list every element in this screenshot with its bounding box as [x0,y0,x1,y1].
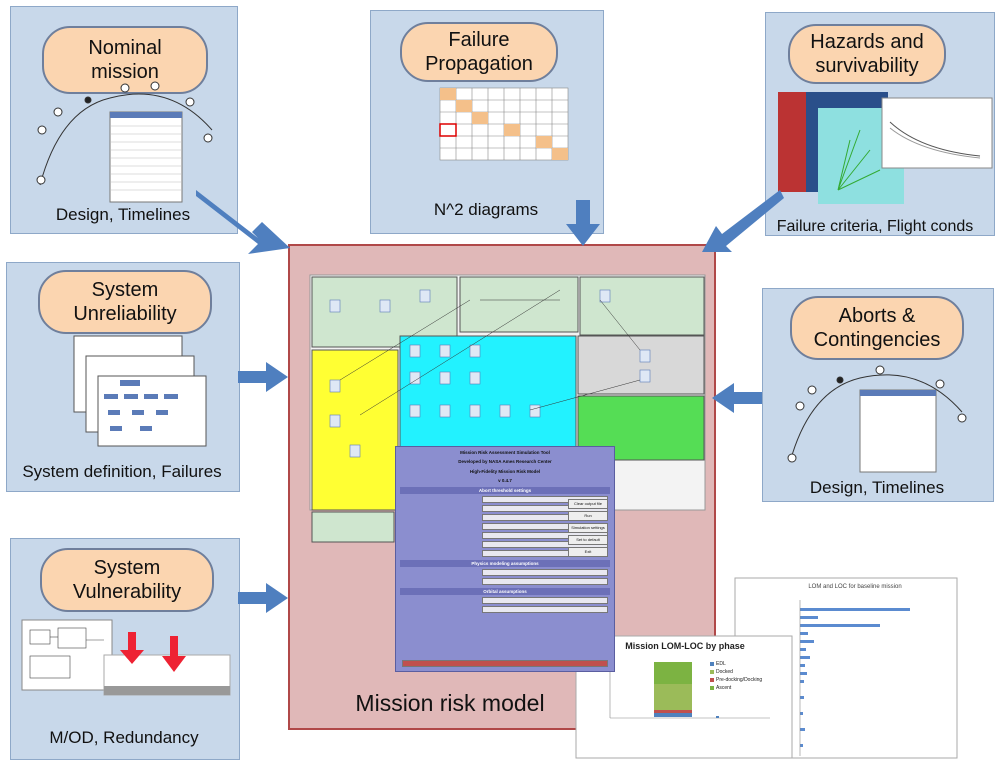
sim-tool-model: High-Fidelity Mission Risk Model [469,469,541,474]
sim-section-physics: Physics modeling assumptions [400,560,610,567]
phase-bar-ascent [654,713,692,717]
flow-arrows [196,190,784,613]
simulation-settings-button[interactable]: Simulation settings [568,523,608,533]
sim-section-orbital: Orbital assumptions [400,588,610,595]
sim-tool-title: Mission Risk Assessment Simulation Tool [460,450,550,455]
run-button[interactable]: Run [568,511,608,521]
baseline-chart-title: LOM and LOC for baseline mission [808,584,902,590]
arrow-nominal [196,190,290,254]
sim-field[interactable] [482,606,608,613]
mission-risk-model-title: Mission risk model [355,690,545,716]
arrow-hazards [702,190,784,252]
set-default-button[interactable]: Set to default [568,535,608,545]
phase-legend-edl: EDL [716,661,726,667]
sim-tool-version: v 0.4.7 [498,478,512,483]
aborts-trajectory-sketch [787,365,967,463]
failure-propagation-title: Failure Propagation [400,22,558,82]
aborts-timeline-table [859,389,937,473]
simulation-tool-dialog: Mission Risk Assessment Simulation Tool … [395,446,615,672]
phase-bar-docked [654,662,692,684]
failure-propagation-caption: N^2 diagrams [433,200,539,219]
fault-tree-sheet-3 [97,375,207,447]
phase-legend-ascent: Ascent [716,685,732,691]
aborts-caption: Design, Timelines [809,478,945,497]
sim-progress-bar [402,660,608,667]
vulnerability-schematic [21,619,113,691]
system-unreliability-title: System Unreliability [38,270,212,334]
aborts-title: Aborts & Contingencies [790,296,964,360]
nominal-mission-caption: Design, Timelines [55,205,191,224]
phase-chart-title: Mission LOM-LOC by phase [625,641,745,651]
phase-legend-docked: Docked [716,669,733,675]
phase-legend-swatches [710,662,714,690]
arrow-aborts [712,383,762,413]
arrow-unreliability [238,362,288,392]
clear-output-button[interactable]: Clear output file [568,499,608,509]
phase-legend: EDL Docked Pre-docking/Docking Ascent [716,660,762,692]
sim-select[interactable] [482,569,608,576]
sim-section-abort: Abort threshold settings [400,487,610,494]
nominal-mission-title: Nominal mission [42,26,208,94]
system-unreliability-caption: System definition, Failures [22,462,222,481]
nominal-trajectory-sketch [36,81,213,186]
hazards-title: Hazards and survivability [788,24,946,84]
arrow-vulnerability [238,583,288,613]
system-vulnerability-caption: M/OD, Redundancy [49,728,199,747]
baseline-bars [800,608,910,747]
sim-field[interactable] [482,597,608,604]
arrow-failure [566,200,600,246]
hazard-plot-thumbnail [881,97,993,169]
sim-tool-subtitle: Developed by NASA Ames Research Center [458,459,552,464]
phase-legend-predocking: Pre-docking/Docking [716,677,763,683]
nominal-timeline-table [109,111,183,203]
exit-button[interactable]: Exit [568,547,608,557]
sim-select[interactable] [482,578,608,585]
system-vulnerability-title: System Vulnerability [40,548,214,612]
hazards-caption: Failure criteria, Flight conds [776,218,974,235]
